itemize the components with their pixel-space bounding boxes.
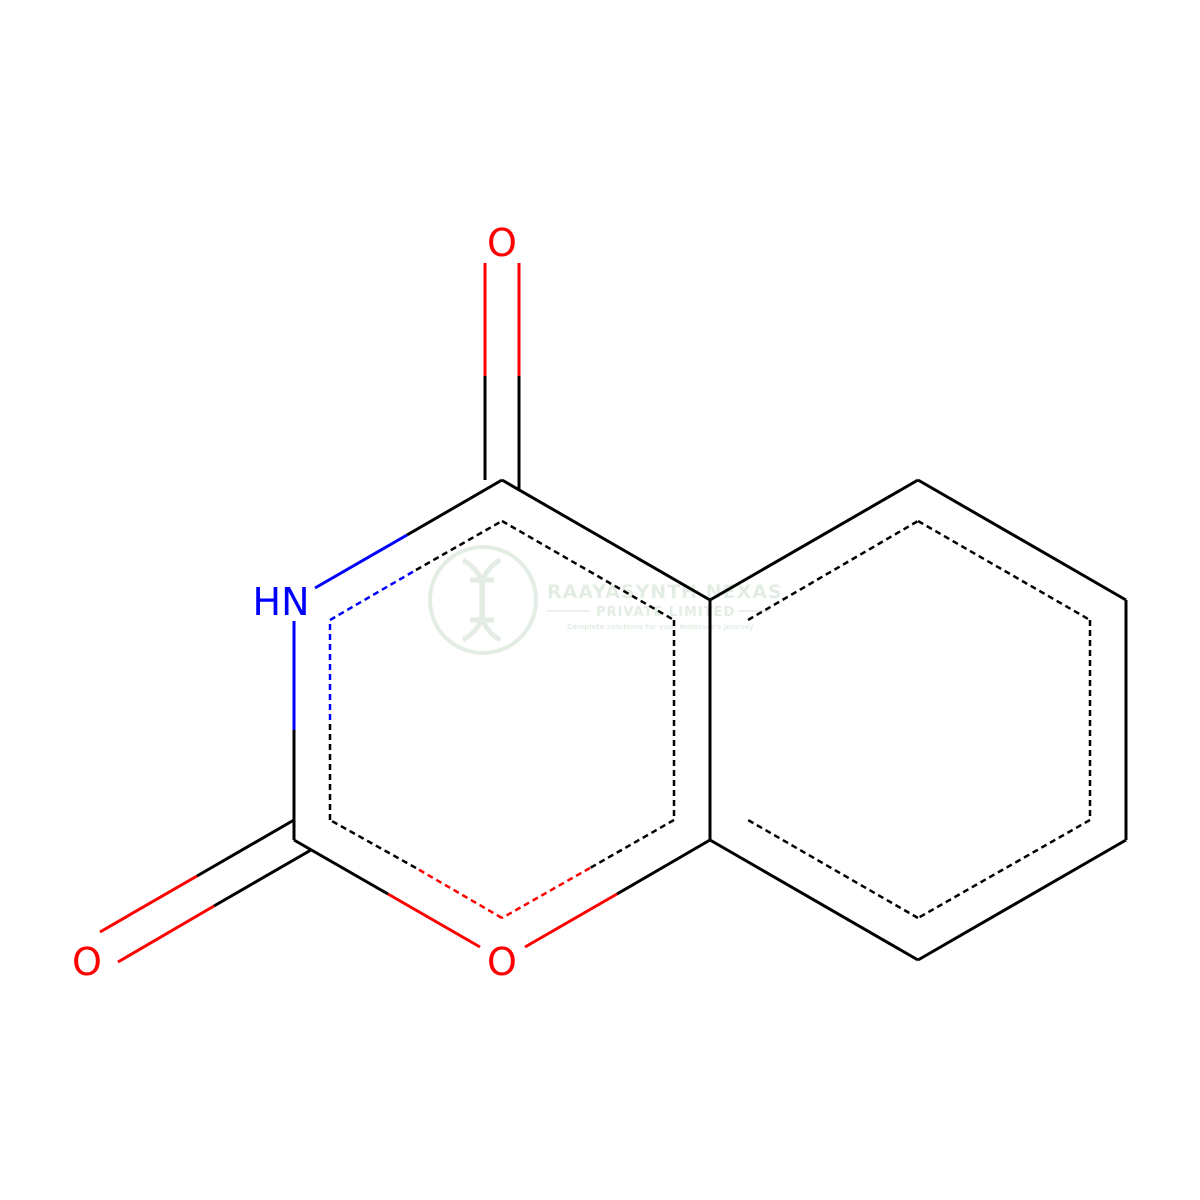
bond-c7-c8	[917, 838, 1127, 962]
bond-c2-o-ring	[293, 838, 481, 949]
atom-label-oxygen-left: O	[72, 940, 102, 984]
atom-label-oxygen-top: O	[487, 221, 517, 265]
watermark-title: RAAYASYNTH NEXAS	[547, 581, 783, 603]
aromatic-bonds-heteroring	[328, 519, 676, 920]
bond-c4-o-top-double	[483, 263, 521, 490]
bond-c5-c6	[917, 478, 1127, 602]
bond-c8-c8a	[709, 838, 919, 962]
bond-c4-c4a	[501, 478, 711, 602]
bond-c4a-c5	[709, 478, 919, 602]
watermark-logo-circle	[428, 545, 538, 655]
bonds	[99, 263, 1128, 964]
dna-helix-icon	[461, 557, 502, 643]
watermark-tagline: Complete solutions for your molecule's j…	[567, 623, 754, 631]
atom-label-nitrogen: HN	[253, 580, 310, 624]
watermark: RAAYASYNTH NEXAS PRIVATE LIMITED Complet…	[428, 545, 783, 655]
aromatic-bonds-benzene	[747, 519, 1092, 920]
atom-label-oxygen-ring: O	[487, 940, 517, 984]
bond-c2-o-left-double	[99, 818, 312, 964]
atom-labels: O HN O O	[72, 221, 517, 984]
bond-c4-n	[314, 478, 503, 590]
watermark-subtitle: PRIVATE LIMITED	[596, 605, 735, 620]
bond-o-ring-c8a	[524, 838, 711, 949]
